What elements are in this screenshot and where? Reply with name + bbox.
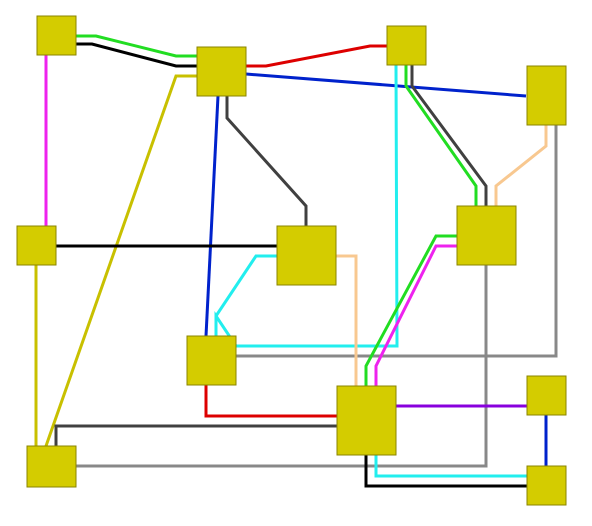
edge-green-n7-n9: [364, 234, 457, 386]
edge-olive-n2-n11: [44, 74, 197, 447]
node-bottom-center-large[interactable]: [336, 385, 397, 456]
edge-red-n2-n3: [246, 44, 387, 68]
node-right-middle[interactable]: [456, 205, 517, 266]
edge-darkgray-n9-n11: [54, 424, 337, 446]
node-center-lower[interactable]: [186, 335, 237, 386]
edge-gray-n4-n8: [236, 125, 558, 358]
edge-peach-n4-n7: [494, 125, 548, 206]
edge-blue-n2-n8: [204, 95, 220, 337]
edge-cyan-n6-n8: [214, 254, 277, 317]
node-bottom-right-upper[interactable]: [526, 375, 567, 416]
node-top-center[interactable]: [196, 46, 247, 97]
edge-red-n8-n9: [204, 385, 337, 418]
node-bottom-left[interactable]: [26, 445, 77, 488]
edge-black-n9-n12: [364, 455, 527, 488]
node-bottom-right-lower[interactable]: [526, 465, 567, 506]
edge-blue-n2-n4: [245, 72, 527, 98]
edge-green-n3-n7: [404, 65, 478, 206]
edge-green-n1-n2: [76, 34, 197, 58]
edge-darkgray-n2-n6: [225, 96, 308, 226]
edge-gray-n7-n11: [76, 265, 488, 468]
node-top-right-small[interactable]: [386, 25, 427, 66]
edge-cyan-n9-n12: [374, 455, 527, 478]
node-top-left[interactable]: [36, 15, 77, 56]
edge-peach-n6-n9: [336, 254, 358, 386]
node-left-middle[interactable]: [16, 225, 57, 266]
edge-black-n1-n2: [76, 42, 197, 68]
edge-darkgray-n3-n7: [410, 65, 488, 206]
node-right-tall[interactable]: [526, 65, 567, 126]
node-center-middle[interactable]: [276, 225, 337, 286]
edge-magenta-n7-n9: [374, 244, 457, 386]
